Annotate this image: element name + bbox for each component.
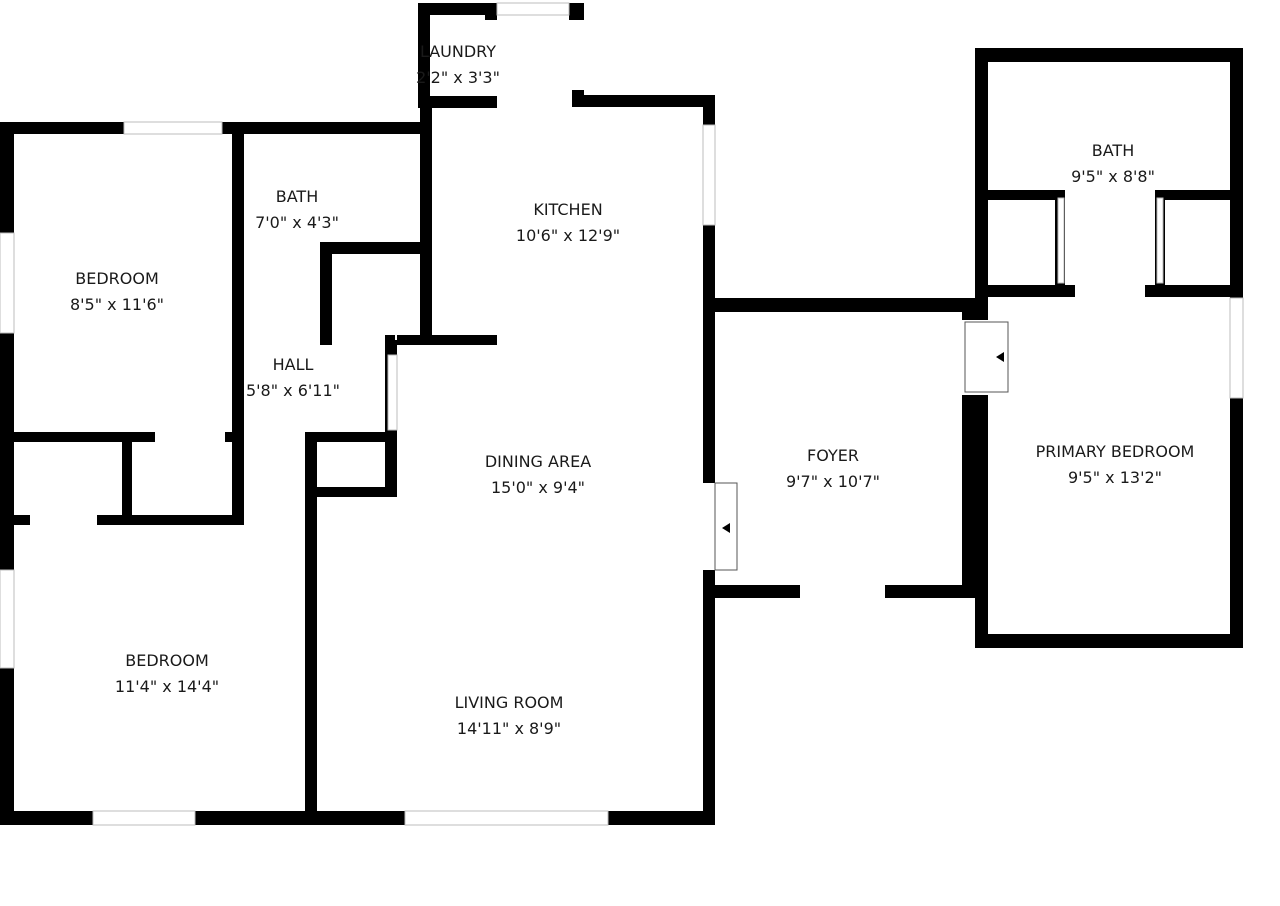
wall	[975, 48, 1243, 62]
doorway	[1075, 285, 1145, 297]
wall	[572, 95, 715, 107]
wall	[320, 250, 332, 345]
closet-door	[1156, 197, 1164, 284]
window	[404, 810, 609, 826]
door-arrow-icon	[996, 352, 1004, 362]
wall	[485, 3, 497, 20]
wall	[420, 108, 432, 340]
window	[496, 2, 570, 16]
doorway	[30, 515, 97, 525]
wall	[418, 96, 497, 108]
window	[0, 569, 15, 669]
wall	[418, 3, 497, 15]
window	[0, 232, 15, 334]
wall	[0, 515, 30, 525]
doorway	[1065, 190, 1155, 200]
wall	[305, 432, 317, 825]
wall	[305, 487, 397, 497]
wall	[569, 3, 584, 20]
wall	[97, 515, 244, 525]
wall	[122, 432, 132, 522]
wall	[988, 190, 1060, 200]
doorway	[703, 483, 715, 570]
window	[1229, 297, 1244, 399]
wall	[232, 122, 244, 442]
door-arrow-icon	[722, 523, 730, 533]
wall	[703, 95, 715, 825]
wall	[0, 122, 14, 825]
wall	[975, 634, 1243, 648]
wall	[572, 90, 584, 107]
wall	[232, 432, 244, 524]
wall	[715, 298, 975, 312]
closet-door	[1057, 197, 1065, 284]
doorway	[155, 432, 225, 442]
window	[387, 354, 398, 431]
doorway	[244, 432, 305, 442]
wall	[397, 335, 497, 345]
wall	[320, 242, 430, 254]
window	[123, 121, 223, 135]
wall	[418, 3, 430, 108]
doorway	[244, 242, 320, 254]
wall	[1155, 190, 1230, 200]
wall	[385, 432, 397, 497]
doorway	[332, 335, 385, 345]
window	[92, 810, 196, 826]
window	[702, 124, 716, 226]
doorway	[800, 585, 885, 598]
